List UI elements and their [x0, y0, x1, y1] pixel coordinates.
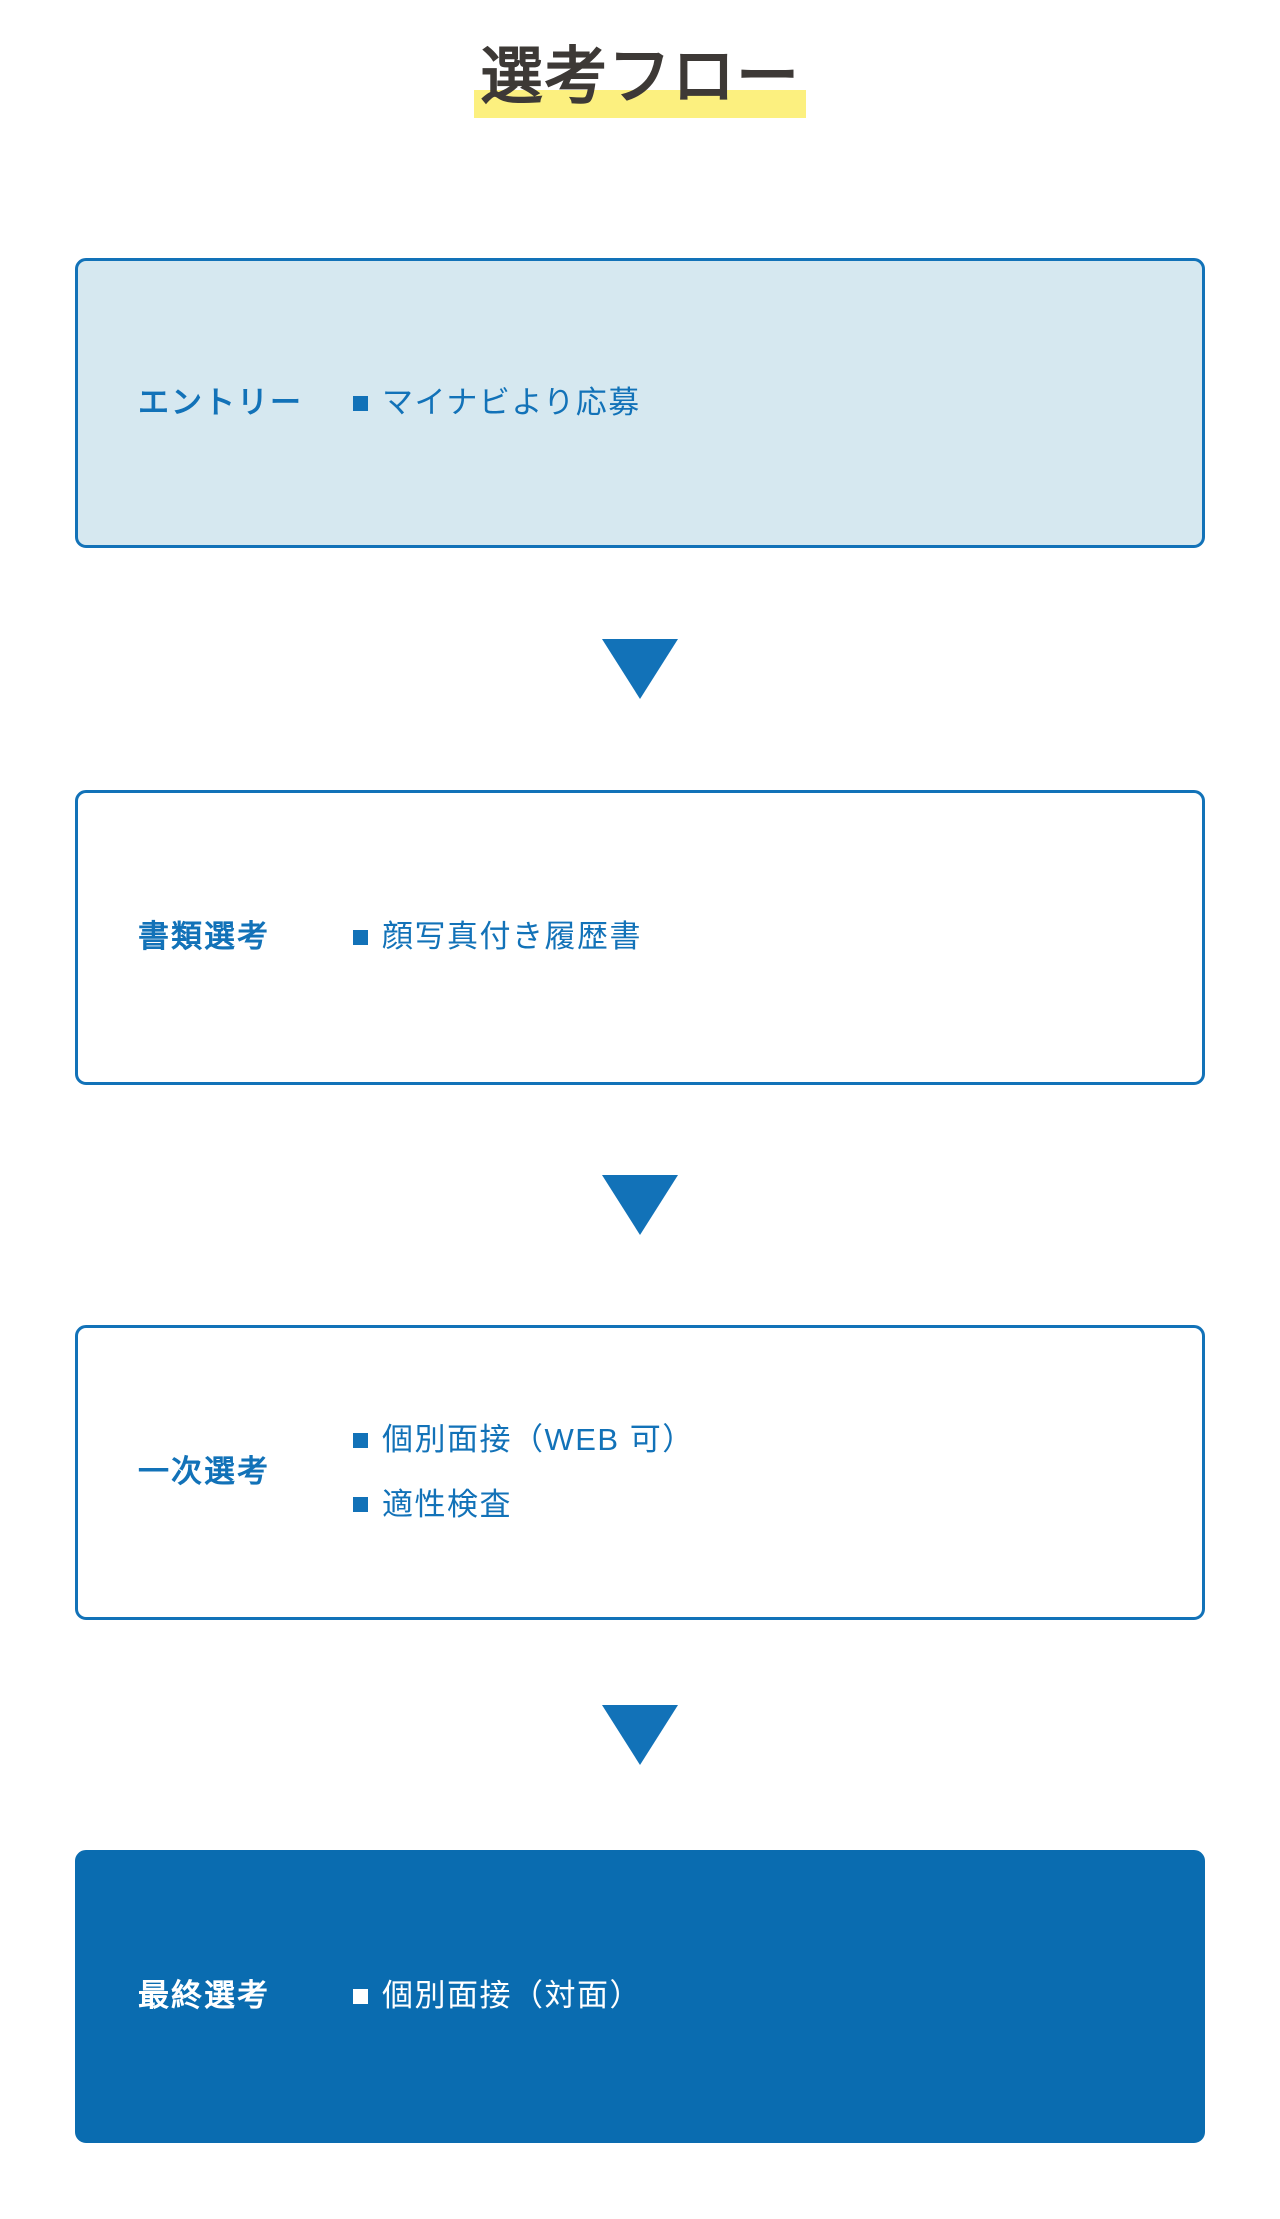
stage-card-entry[interactable]: エントリー マイナビより応募: [75, 258, 1205, 548]
triangle-down-icon: [602, 639, 678, 699]
list-item: マイナビより応募: [353, 384, 1202, 423]
list-item: 顔写真付き履歴書: [353, 918, 1202, 957]
stage-card-final-screening[interactable]: 最終選考 個別面接（対面）: [75, 1850, 1205, 2143]
arrow-container-3: [75, 1620, 1205, 1850]
page-title-container: 選考フロー: [0, 42, 1280, 119]
stage-items-final-screening: 個別面接（対面）: [353, 1977, 1202, 2016]
stage-card-first-screening[interactable]: 一次選考 個別面接（WEB 可） 適性検査: [75, 1325, 1205, 1620]
page-title-text: 選考フロー: [480, 42, 800, 112]
stage-label-first-screening: 一次選考: [138, 1454, 270, 1490]
square-bullet-icon: [353, 395, 368, 411]
square-bullet-icon: [353, 1497, 368, 1513]
stage-items-document-screening: 顔写真付き履歴書: [353, 918, 1202, 957]
stage-items-entry: マイナビより応募: [353, 384, 1202, 423]
stage-item-text: 適性検査: [382, 1486, 512, 1522]
title-highlight-band: [474, 90, 806, 119]
stage-item-text: 個別面接（WEB 可）: [382, 1421, 695, 1457]
stage-item-text: 顔写真付き履歴書: [382, 919, 642, 955]
stage-label-document-screening: 書類選考: [138, 919, 270, 955]
stage-items-first-screening: 個別面接（WEB 可） 適性検査: [353, 1421, 1202, 1525]
stage-card-document-screening[interactable]: 書類選考 顔写真付き履歴書: [75, 790, 1205, 1085]
stage-item-text: 個別面接（対面）: [382, 1978, 642, 2014]
list-item: 個別面接（対面）: [353, 1977, 1202, 2016]
stage-label-final-screening: 最終選考: [138, 1978, 270, 2014]
triangle-down-icon: [602, 1705, 678, 1765]
selection-flow-diagram: エントリー マイナビより応募 書類選考 顔写真付き履歴書: [75, 258, 1205, 2143]
stage-item-text: マイナビより応募: [382, 384, 641, 420]
list-item: 適性検査: [353, 1486, 1202, 1525]
list-item: 個別面接（WEB 可）: [353, 1421, 1202, 1460]
triangle-down-icon: [602, 1175, 678, 1235]
square-bullet-icon: [353, 1432, 368, 1448]
square-bullet-icon: [353, 930, 368, 945]
arrow-container-2: [75, 1085, 1205, 1325]
stage-label-entry: エントリー: [138, 384, 303, 420]
page-title: 選考フロー: [474, 42, 806, 119]
square-bullet-icon: [353, 1989, 368, 2004]
arrow-container-1: [75, 548, 1205, 790]
